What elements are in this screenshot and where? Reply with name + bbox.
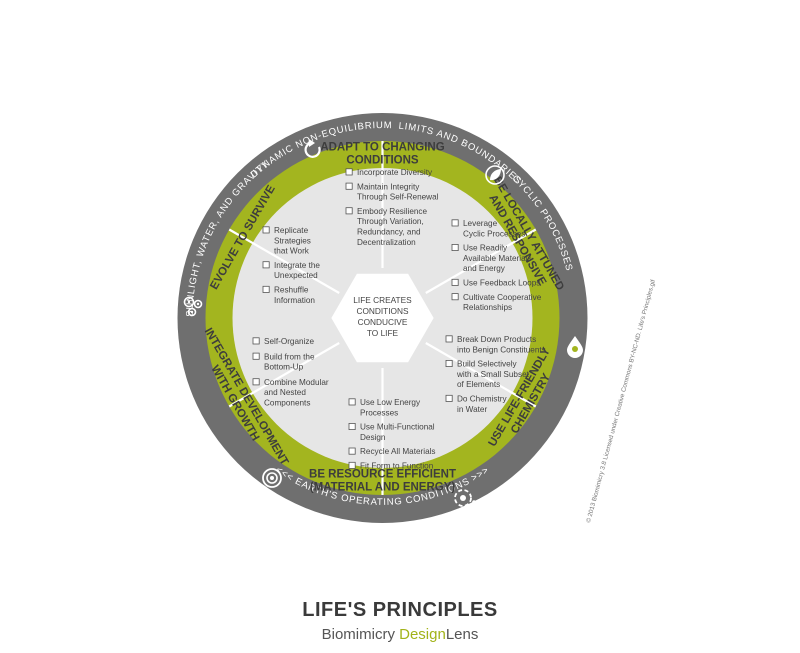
checklist-item-line: Use Multi-Functional [360, 423, 435, 432]
checklist-item-line: Integrate the [274, 261, 320, 270]
ring-separator [228, 342, 340, 408]
checklist-item-line: Bottom-Up [264, 363, 304, 372]
checklist-item-line: Through Self-Renewal [357, 193, 439, 202]
checklist-item-line: Replicate [274, 226, 309, 235]
checklist-item-line: Cyclic Processes [463, 229, 525, 238]
checkbox-icon [262, 285, 270, 293]
checklist-item-line: Relationships [463, 303, 512, 312]
principle-label-line: ADAPT TO CHANGING [320, 142, 444, 154]
checkbox-icon [348, 398, 356, 406]
checklist-item-line: Components [264, 399, 310, 408]
droplet-icon [567, 336, 583, 358]
checklist-item-line: Build from the [264, 352, 315, 361]
checkbox-icon [262, 261, 270, 269]
footer-title: LIFE'S PRINCIPLES [302, 599, 498, 621]
checklist-item-line: Use Readily [463, 244, 508, 253]
principle-label-line: (MATERIAL AND ENERGY) [310, 482, 456, 494]
principle-label-line: BE RESOURCE EFFICIENT [309, 469, 456, 481]
principle-label-line: CONDITIONS [346, 155, 419, 167]
checkbox-icon [345, 182, 353, 190]
footer-subtitle-biomimicry: Biomimicry [321, 626, 400, 643]
principle-label-3: BE RESOURCE EFFICIENT(MATERIAL AND ENERG… [309, 469, 456, 494]
checklist-item-line: Recycle All Materials [360, 447, 436, 456]
checklist-item-line: Fit Form to Function [360, 462, 434, 471]
checklist-item-line: Redundancy, and [357, 228, 421, 237]
center-line-3: CONDUCIVE [358, 317, 408, 327]
checkbox-icon [445, 335, 453, 343]
checklist-item-line: Break Down Products [457, 335, 536, 344]
checklist-item-line: Self-Organize [264, 337, 315, 346]
checklist-item-line: Decentralization [357, 238, 416, 247]
principle-icons [183, 139, 583, 507]
checkbox-icon [345, 207, 353, 215]
checklist-item-line: Cultivate Cooperative [463, 293, 542, 302]
checkbox-icon [451, 243, 459, 251]
center-hexagon [331, 273, 434, 363]
checklist-item-line: Design [360, 433, 386, 442]
gears-icon [183, 296, 203, 317]
checklist-item-line: Reshuffle [274, 286, 309, 295]
checklist-item-line: Information [274, 296, 315, 305]
center-line-2: CONDITIONS [356, 306, 409, 316]
concentric-circles-icon [262, 468, 282, 488]
checklist-item-line: Leverage [463, 219, 498, 228]
checkbox-icon [445, 359, 453, 367]
checklist-item-line: Incorporate Diversity [357, 168, 433, 177]
checkbox-icon [252, 378, 260, 386]
checklist-item-line: Embody Resilience [357, 207, 428, 216]
checkbox-icon [348, 447, 356, 455]
checkbox-icon [451, 293, 459, 301]
checklist-item-line: that Work [274, 247, 310, 256]
center-text: LIFE CREATES CONDITIONS CONDUCIVE TO LIF… [353, 295, 412, 338]
checkbox-icon [348, 461, 356, 469]
checkbox-icon [451, 219, 459, 227]
ring-separators [228, 141, 537, 495]
checklist-item-line: Use Low Energy [360, 398, 421, 407]
checklist-item-line: into Benign Constituents [457, 345, 546, 354]
checklist-item-line: Build Selectively [457, 360, 518, 369]
checklist-item-line: Maintain Integrity [357, 182, 420, 191]
checkbox-icon [348, 422, 356, 430]
ring-separator [425, 342, 537, 408]
checklist-item-line: of Elements [457, 380, 500, 389]
cycle-arrow-icon [304, 139, 321, 158]
leaf-icon [485, 165, 505, 185]
checkbox-icon [252, 337, 260, 345]
checkbox-icon [252, 352, 260, 360]
checklist-item-line: Use Feedback Loops [463, 279, 540, 288]
checklist-item-line: and Nested [264, 388, 306, 397]
checklist-item-line: Strategies [274, 236, 311, 245]
recycle-dots-icon [454, 489, 476, 507]
ring-separator [425, 228, 537, 294]
checklist-item-line: with a Small Subset [456, 370, 530, 379]
copyright-notice: © 2013 Biomimicry 3.8 Licensed under Cre… [584, 278, 657, 523]
checklist-item-line: Do Chemistry [457, 395, 507, 404]
checklist-item-line: Combine Modular [264, 378, 329, 387]
ring-separator [228, 228, 340, 294]
footer-subtitle-design: Design [399, 626, 446, 643]
checklist-item-line: Processes [360, 408, 398, 417]
checklist-item-line: Through Variation, [357, 217, 424, 226]
checkbox-icon [345, 168, 353, 176]
checkbox-icon [445, 394, 453, 402]
footer-subtitle: Biomimicry DesignLens [0, 626, 800, 643]
center-line-4: TO LIFE [367, 328, 399, 338]
checklist-item-line: in Water [457, 405, 487, 414]
checkbox-icon [451, 278, 459, 286]
checklist-item-line: Available Materials [463, 254, 532, 263]
footer-subtitle-lens: Lens [445, 626, 479, 643]
checklist-item-line: Unexpected [274, 271, 318, 280]
checklist-item-line: and Energy [463, 264, 506, 273]
checkbox-icon [262, 226, 270, 234]
center-line-1: LIFE CREATES [353, 295, 412, 305]
